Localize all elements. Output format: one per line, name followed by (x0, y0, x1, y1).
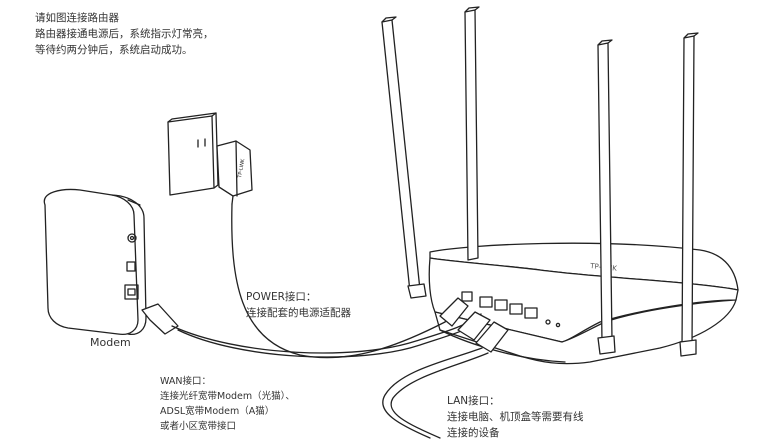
antenna-right-front (679, 32, 699, 357)
power-note-line: 连接配套的电源适配器 (246, 307, 351, 319)
power-note-line: POWER接口： (246, 291, 317, 303)
intro-line: 请如图连接路由器 (35, 12, 119, 24)
power-cable (231, 203, 469, 359)
wall-outlet-icon (167, 112, 219, 196)
modem-label: Modem (90, 336, 131, 349)
intro-instructions: 请如图连接路由器 路由器接通电源后，系统指示灯常亮， 等待约两分钟后，系统启动成… (35, 10, 214, 58)
wan-note-line: ADSL宽带Modem（A猫） (160, 406, 275, 417)
wan-note-line: WAN接口： (160, 376, 211, 387)
antenna-left-front (464, 6, 480, 261)
lan-note-line: 连接的设备 (447, 427, 500, 439)
wan-note-line: 或者小区宽带接口 (160, 421, 237, 432)
wan-note-line: 连接光纤宽带Modem（光猫）、 (160, 391, 295, 402)
lan-cable (382, 321, 509, 439)
antenna-left-rear (381, 16, 427, 299)
intro-line: 路由器接通电源后，系统指示灯常亮， (35, 28, 214, 40)
lan-note-line: 连接电脑、机顶盒等需要有线 (447, 411, 584, 423)
lan-note-line: LAN接口： (447, 395, 500, 407)
wan-port-note: WAN接口： 连接光纤宽带Modem（光猫）、 ADSL宽带Modem（A猫） … (160, 374, 295, 434)
svg-text:TP-LINK: TP-LINK (237, 158, 247, 179)
antenna-right-rear (597, 39, 616, 355)
wireless-router-icon: TP-LINK (428, 242, 739, 365)
modem-icon (43, 188, 147, 336)
lan-port-note: LAN接口： 连接电脑、机顶盒等需要有线 连接的设备 (447, 393, 584, 441)
power-port-note: POWER接口： 连接配套的电源适配器 (246, 289, 351, 321)
power-adapter-icon: TP-LINK (216, 140, 253, 205)
intro-line: 等待约两分钟后，系统启动成功。 (35, 44, 193, 56)
wan-cable (141, 303, 491, 358)
